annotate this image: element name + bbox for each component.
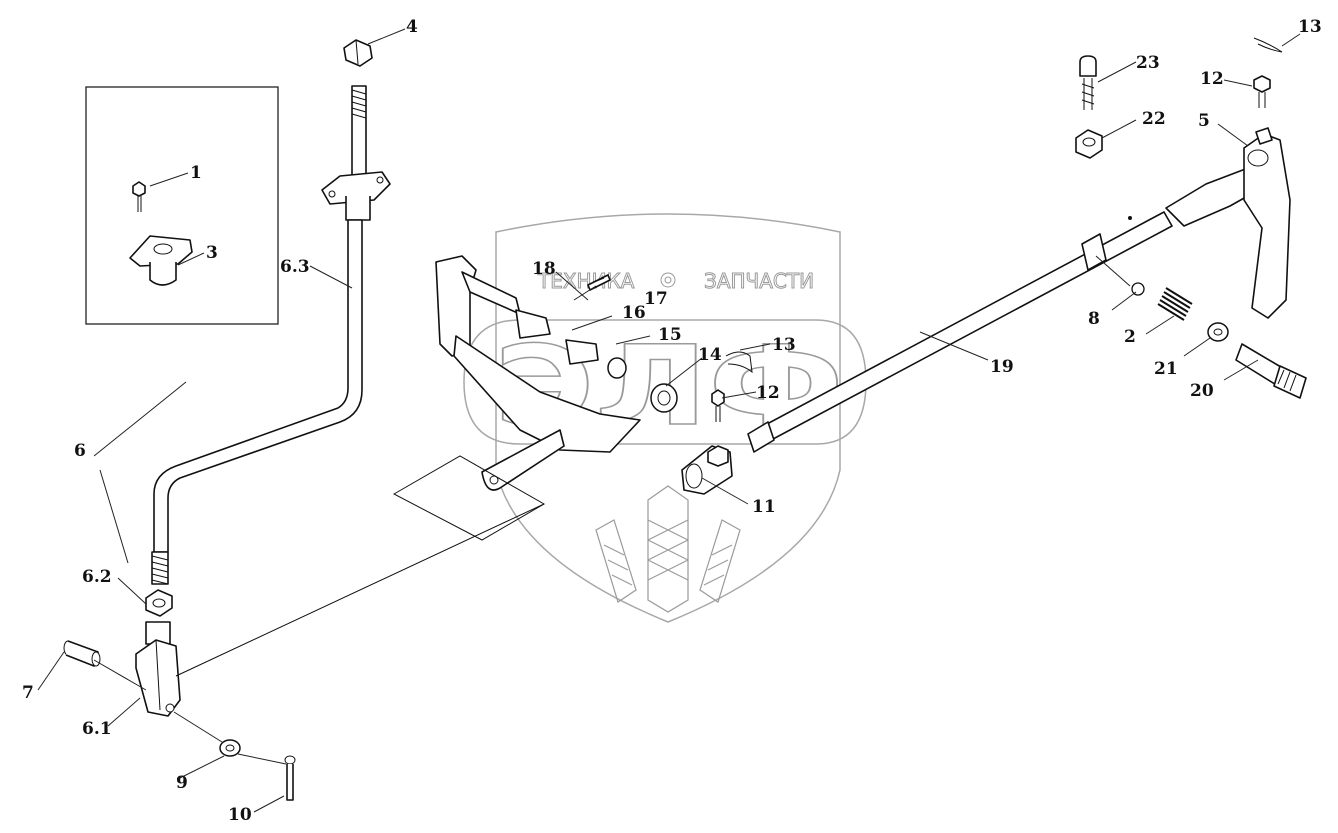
- label-21: 21: [1154, 359, 1178, 379]
- part-2-spring: [1157, 287, 1193, 321]
- label-6-3: 6.3: [280, 257, 310, 277]
- projection-line: [175, 503, 545, 677]
- label-1: 1: [190, 163, 202, 183]
- part-6-3-rod-top: [321, 85, 391, 221]
- part-6-2-nut: [145, 589, 173, 617]
- part-6-1-clevis: [135, 621, 181, 717]
- watermark-right-word: ЗАПЧАСТИ: [704, 269, 814, 293]
- wheat-emblem: [595, 485, 741, 613]
- watermark-left-word: ТЕХНИКА: [537, 269, 635, 293]
- part-5-fork: [1165, 127, 1291, 319]
- part-8-ball: [1131, 282, 1145, 296]
- label-17: 17: [644, 289, 668, 309]
- part-23-bolt: [1079, 55, 1097, 110]
- label-13-mid: 13: [772, 335, 796, 355]
- label-6-1: 6.1: [82, 719, 112, 739]
- label-8: 8: [1088, 309, 1100, 329]
- part-11-clamp: [681, 445, 733, 495]
- part-13-top-cotter: [1253, 37, 1283, 53]
- part-12-mid-bolt: [711, 389, 725, 422]
- part-6-rod-body: [153, 219, 363, 553]
- label-19: 19: [990, 357, 1014, 377]
- part-20-plug: [1235, 343, 1307, 399]
- label-16: 16: [622, 303, 646, 323]
- part-9-washer: [219, 739, 241, 757]
- label-9: 9: [176, 773, 188, 793]
- label-23: 23: [1136, 53, 1160, 73]
- part-13-mid-cotter: [725, 351, 753, 374]
- label-13-top: 13: [1298, 17, 1322, 37]
- gear-hub: [664, 276, 672, 284]
- part-21-washer: [1207, 322, 1229, 342]
- part-17-pin: [587, 274, 611, 291]
- part-10-cotter-pin: [284, 755, 296, 801]
- label-7: 7: [22, 683, 34, 703]
- leader-lines: [37, 28, 1301, 813]
- label-6: 6: [74, 441, 86, 461]
- label-5: 5: [1198, 111, 1210, 131]
- inset-box: [85, 86, 279, 325]
- label-12-mid: 12: [756, 383, 780, 403]
- label-2: 2: [1124, 327, 1136, 347]
- watermark-shield: [495, 213, 841, 623]
- part-19-hole: [1128, 216, 1132, 220]
- gear-icon: [660, 272, 676, 288]
- label-6-2: 6.2: [82, 567, 112, 587]
- part-22-nut: [1075, 129, 1103, 159]
- part-7-pin: [63, 640, 101, 667]
- part-6-rod-bottom-thread: [151, 551, 169, 585]
- label-20: 20: [1190, 381, 1214, 401]
- label-18: 18: [532, 259, 556, 279]
- part-19-rod-block: [1081, 233, 1107, 271]
- label-12-top: 12: [1200, 69, 1224, 89]
- part-15-ring: [607, 357, 627, 379]
- part-1-bolt: [132, 181, 146, 212]
- label-15: 15: [658, 325, 682, 345]
- label-3: 3: [206, 243, 218, 263]
- part-4-nut: [343, 39, 373, 67]
- part-3-flange: [129, 235, 193, 286]
- label-11: 11: [752, 497, 776, 517]
- part-19-rod-collar: [747, 421, 775, 453]
- callout-labels: 1 3 4 6.3 6 6.2 7 6.1 9 10 18 17 16 15 1…: [22, 17, 1322, 825]
- part-14-washer: [650, 383, 678, 413]
- label-22: 22: [1142, 109, 1166, 129]
- part-12-top-bolt: [1253, 75, 1271, 108]
- label-14: 14: [698, 345, 722, 365]
- label-4: 4: [406, 17, 418, 37]
- part-18-bracket: [435, 255, 641, 491]
- label-10: 10: [228, 805, 252, 825]
